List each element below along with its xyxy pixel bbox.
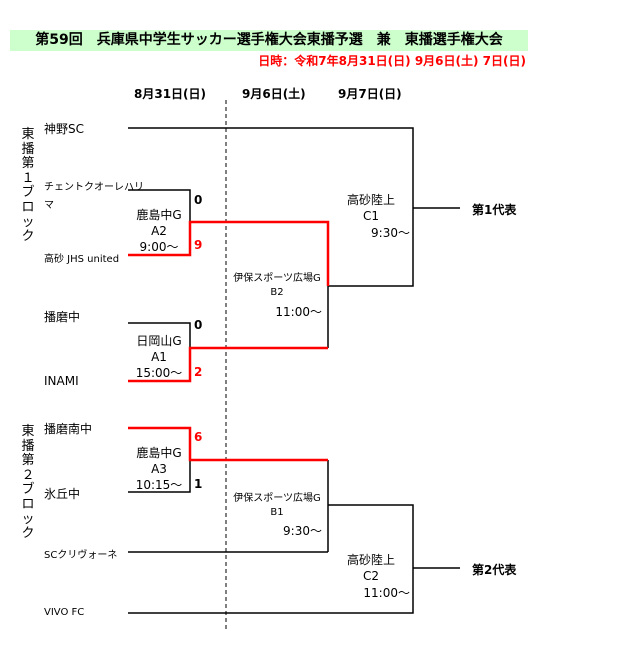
match-a3-score-bottom: 1 bbox=[194, 477, 203, 491]
representative-1: 第1代表 bbox=[472, 203, 517, 217]
match-a3-time: 10:15～ bbox=[135, 478, 183, 492]
match-c1-code: C1 bbox=[362, 209, 379, 223]
team-label-3: 高砂 JHS united bbox=[44, 254, 120, 265]
match-a3-venue: 鹿島中G bbox=[136, 446, 182, 460]
line-b1-to-c2 bbox=[328, 504, 414, 568]
match-b2-time: 11:00～ bbox=[275, 305, 322, 319]
team-label-5: INAMI bbox=[44, 374, 79, 388]
date-header-sep7: 9月7日(日) bbox=[338, 87, 402, 101]
date-header-aug31: 8月31日(日) bbox=[134, 87, 207, 101]
match-b1-time: 9:30～ bbox=[283, 524, 322, 538]
match-a2-score-top: 0 bbox=[194, 193, 203, 207]
match-a3-code: A3 bbox=[151, 462, 167, 476]
match-a3-info: 鹿島中G A3 10:15～ bbox=[128, 445, 190, 493]
line-team-4 bbox=[128, 322, 191, 348]
line-team-1 bbox=[128, 127, 414, 208]
team-label-2b: マ bbox=[44, 200, 54, 211]
block-2-label: 東播第２ブロック bbox=[21, 424, 35, 542]
match-a1-score-top: 0 bbox=[194, 318, 203, 332]
match-b1-code: B1 bbox=[270, 507, 284, 518]
match-a3-score-top: 6 bbox=[194, 430, 203, 444]
line-team-9 bbox=[128, 568, 414, 614]
match-a1-info: 日岡山G A1 15:00～ bbox=[128, 333, 190, 381]
team-label-1: 神野SC bbox=[44, 122, 84, 136]
winner-line-a3 bbox=[128, 426, 328, 462]
match-c2-code: C2 bbox=[362, 569, 379, 583]
line-team-2 bbox=[128, 189, 191, 222]
match-b2-venue: 伊保スポーツ広場G bbox=[233, 273, 321, 284]
winner-line-a2 bbox=[128, 220, 330, 286]
block-1-label: 東播第１ブロック bbox=[21, 127, 35, 245]
representative-2: 第2代表 bbox=[472, 563, 517, 577]
date-header-sep6: 9月6日(土) bbox=[242, 87, 306, 101]
team-label-2a: チェントクオーレハリ bbox=[44, 182, 144, 193]
match-a2-time: 9:00～ bbox=[139, 240, 179, 254]
match-a2-info: 鹿島中G A2 9:00～ bbox=[128, 207, 190, 255]
team-label-4: 播磨中 bbox=[44, 310, 81, 324]
match-a2-code: A2 bbox=[151, 224, 167, 238]
match-c2-time: 11:00～ bbox=[363, 586, 410, 600]
schedule-text: 日時：令和7年8月31日(日) 9月6日(土) 7日(日) bbox=[258, 54, 526, 68]
team-label-7: 氷丘中 bbox=[44, 487, 81, 501]
team-label-9: VIVO FC bbox=[44, 607, 85, 618]
winner-line-a1 bbox=[128, 346, 328, 383]
match-b2-code: B2 bbox=[270, 287, 284, 298]
team-label-6: 播磨南中 bbox=[44, 422, 93, 436]
match-a2-venue: 鹿島中G bbox=[136, 208, 182, 222]
match-b1-venue: 伊保スポーツ広場G bbox=[233, 493, 321, 504]
line-team-7 bbox=[128, 460, 191, 493]
match-a1-score-bottom: 2 bbox=[194, 365, 203, 379]
page-title: 第59回 兵庫県中学生サッカー選手権大会東播予選 兼 東播選手権大会 bbox=[10, 30, 528, 51]
match-c2-venue: 高砂陸上 bbox=[346, 553, 395, 567]
match-c1-time: 9:30～ bbox=[371, 226, 410, 240]
line-b2-to-c1 bbox=[327, 208, 414, 348]
team-label-8: SCクリヴォーネ bbox=[44, 550, 118, 561]
match-a2-score-bottom: 9 bbox=[194, 238, 203, 252]
match-a1-venue: 日岡山G bbox=[136, 334, 182, 348]
match-a1-code: A1 bbox=[151, 350, 167, 364]
match-c1-venue: 高砂陸上 bbox=[346, 193, 395, 207]
match-a1-time: 15:00～ bbox=[135, 366, 183, 380]
